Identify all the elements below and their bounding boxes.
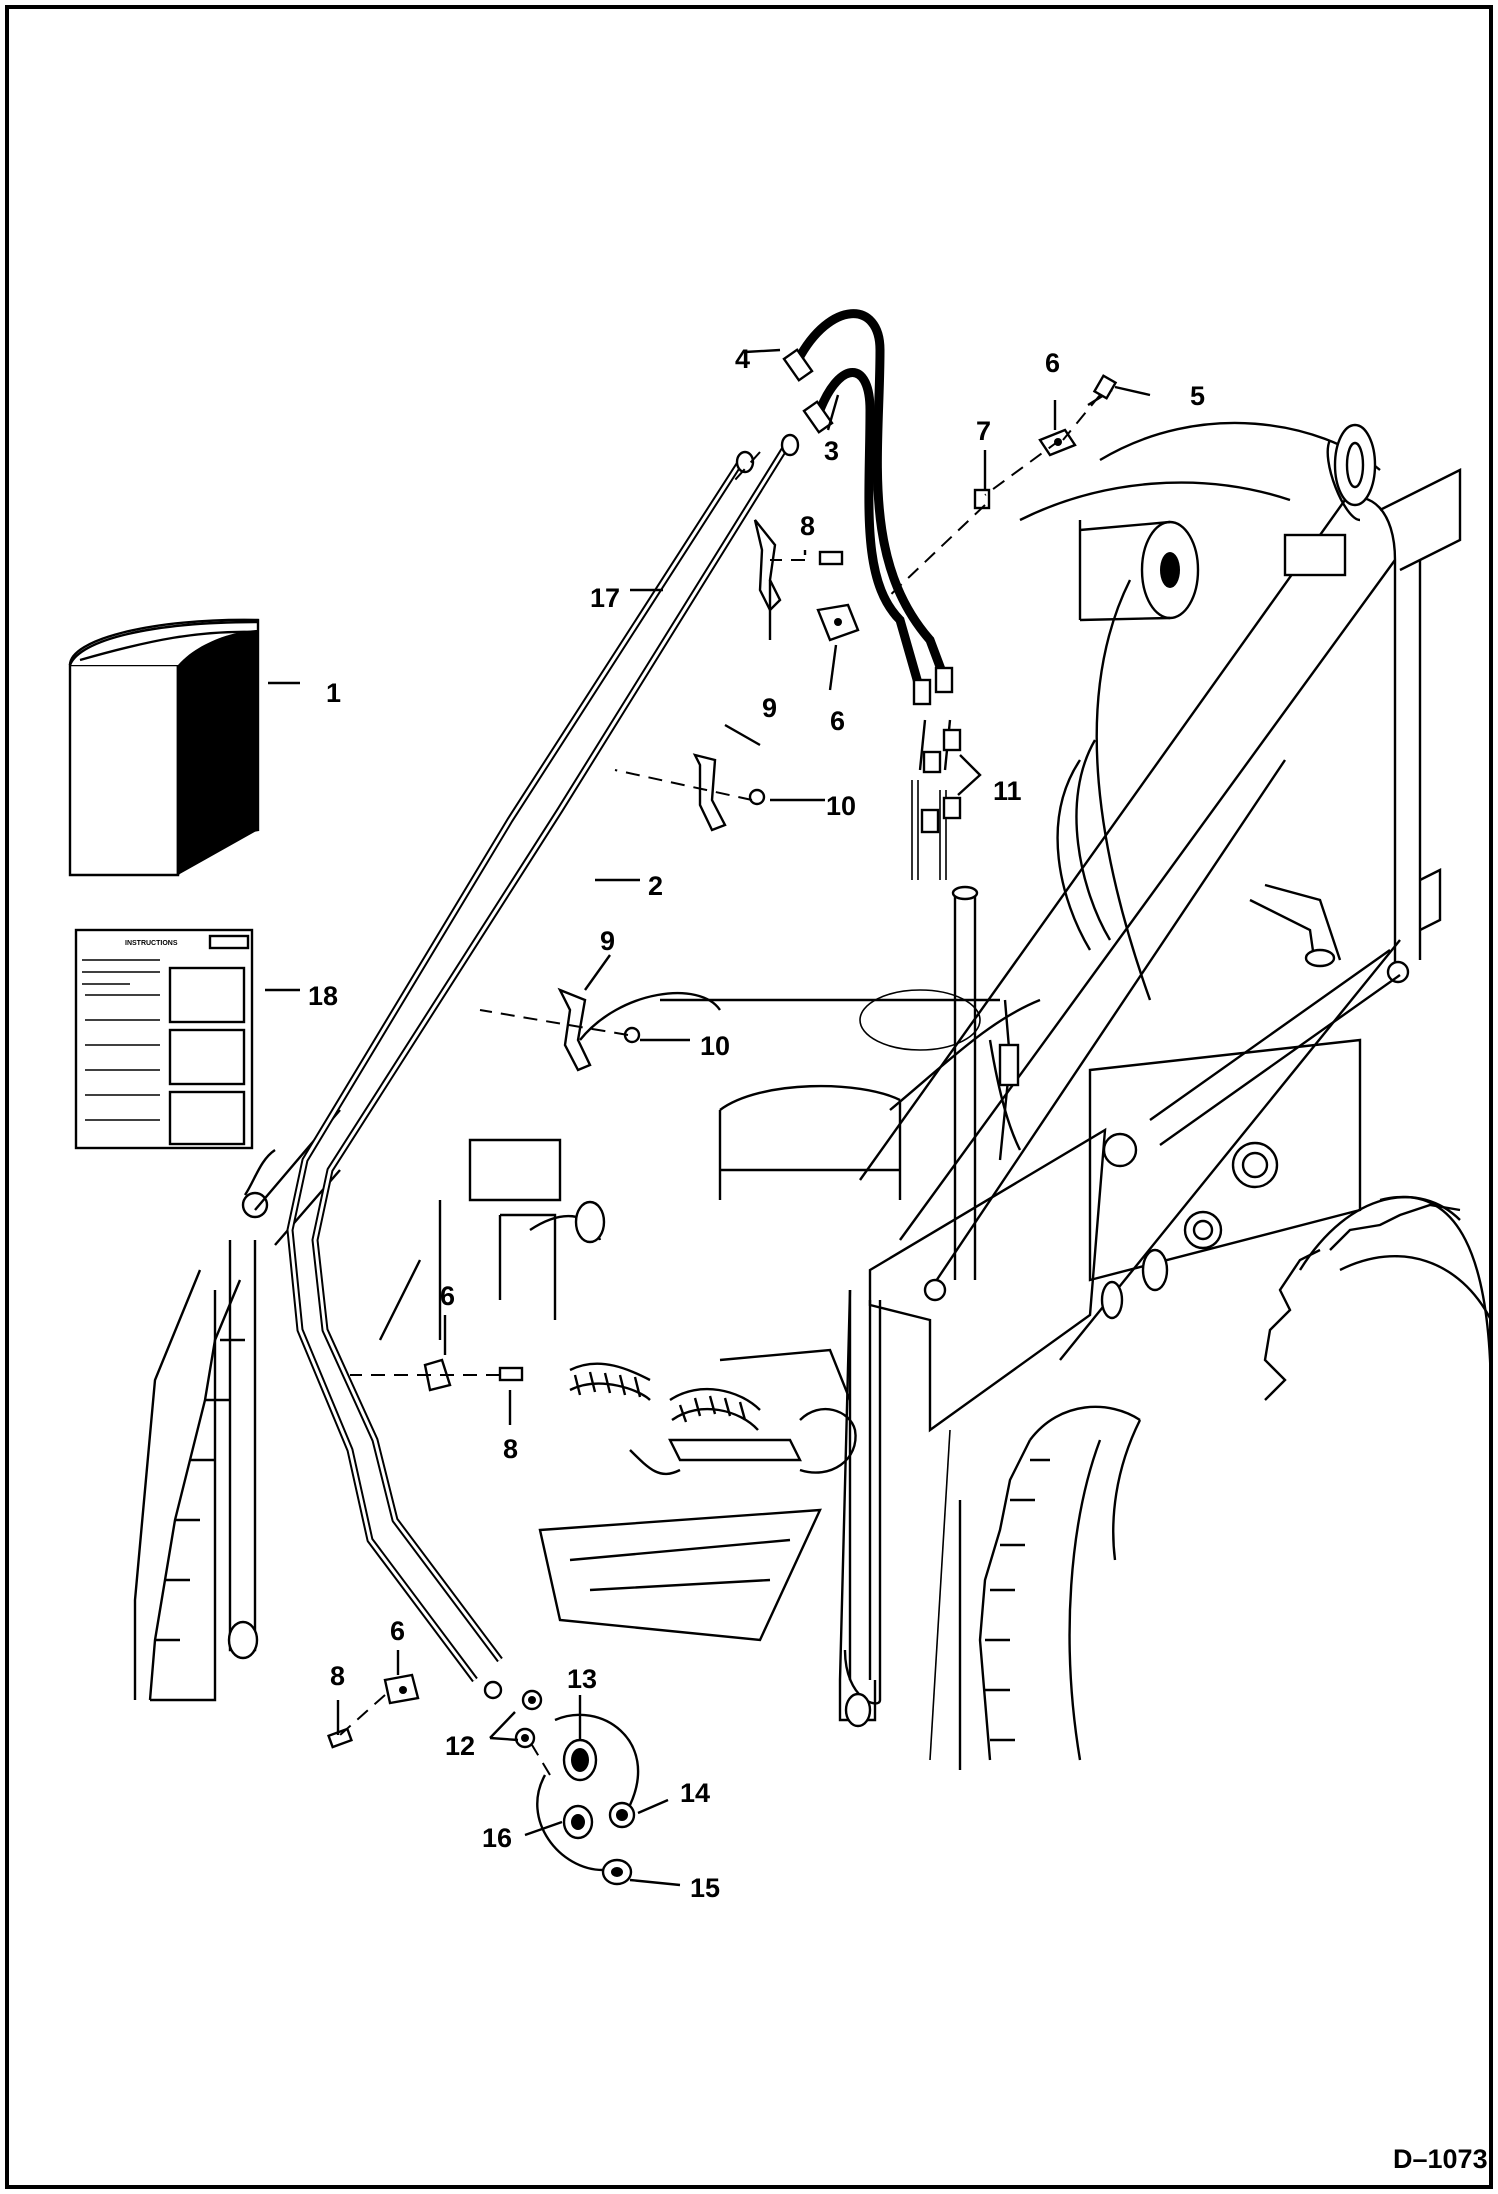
callout-5: 5: [1190, 381, 1205, 411]
figure-id: D–1073: [1393, 2144, 1488, 2174]
part-14-cap: [554, 1713, 640, 1829]
hydraulic-hoses: [782, 309, 954, 880]
part-1-box: [68, 618, 260, 877]
floor-pedals: [538, 1362, 857, 1642]
part-13-coupler: [562, 1738, 598, 1782]
diagram-frame: [5, 5, 1493, 2189]
callout-leaders: [265, 348, 1151, 1887]
callout-10-bottom: 10: [700, 1031, 730, 1061]
callout-1: 1: [326, 678, 341, 708]
loader-illustration: [133, 421, 1493, 1770]
part-15-cap: [536, 1774, 633, 1886]
assembly-lines: [339, 394, 1101, 1776]
callout-12: 12: [445, 1731, 475, 1761]
callout-6-bottom: 6: [390, 1616, 405, 1646]
callout-numbers: 1 2 3 4 5 6 6 6 6 7 8 8 8 9 9 9 10 10 11…: [308, 344, 1205, 1903]
callout-7: 7: [976, 416, 991, 446]
part-6-clamp-bottom: [383, 1673, 420, 1705]
callout-10-top: 10: [826, 791, 856, 821]
callout-3: 3: [824, 436, 839, 466]
instruction-sheet-title: INSTRUCTIONS: [125, 940, 178, 947]
callout-17: 17: [590, 583, 620, 613]
part-5-bolt: [1087, 374, 1118, 407]
callout-14: 14: [680, 1778, 710, 1808]
callout-15: 15: [690, 1873, 720, 1903]
callout-9-top: 9: [762, 693, 777, 723]
callout-18: 18: [308, 981, 338, 1011]
part-8-bolt-bottom: [327, 1727, 353, 1749]
part-18-instruction-sheet: INSTRUCTIONS: [74, 928, 254, 1150]
part-6-clamp-lower: [423, 1358, 452, 1392]
callout-8-bottom: 8: [330, 1661, 345, 1691]
part-12-fittings: [483, 1680, 543, 1749]
callout-11: 11: [993, 776, 1022, 806]
callout-6-top: 6: [1045, 348, 1060, 378]
part-10-nut-top: [748, 788, 766, 806]
part-9-bracket-top: [753, 519, 782, 613]
part-8-bolt-mid: [498, 1366, 524, 1382]
front-right-tire: [1263, 1195, 1493, 1401]
lift-cylinder-top: [1078, 520, 1200, 622]
callout-6-lower: 6: [440, 1281, 455, 1311]
part-7-spacer: [973, 488, 991, 510]
rear-right-tire: [958, 1405, 1142, 1770]
callout-2: 2: [648, 871, 663, 901]
part-9-bracket-bottom: [557, 987, 592, 1072]
part-9-bracket-mid: [692, 753, 727, 832]
callout-8-top: 8: [800, 511, 815, 541]
part-8-bolt-top: [818, 550, 844, 566]
callout-13: 13: [567, 1664, 597, 1694]
part-16-coupler: [562, 1804, 594, 1840]
right-lift-cylinder: [838, 1289, 877, 1728]
part-11-fittings: [920, 728, 962, 834]
steel-tube-lines: [286, 433, 800, 1683]
callout-16: 16: [482, 1823, 512, 1853]
front-left-tire: [133, 1269, 245, 1702]
callout-4: 4: [735, 344, 750, 374]
callout-6-mid: 6: [830, 706, 845, 736]
callout-8-mid: 8: [503, 1434, 518, 1464]
part-6-clamp-mid: [816, 603, 860, 642]
callout-9-bottom: 9: [600, 926, 615, 956]
